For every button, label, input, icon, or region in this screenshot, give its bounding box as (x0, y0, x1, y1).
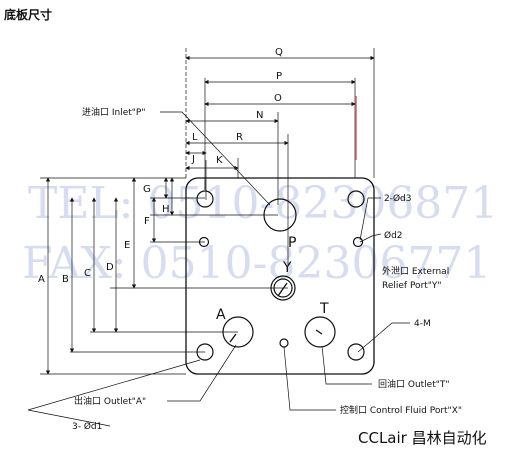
dim-label-r: R (236, 132, 243, 143)
dim-label-g: G (143, 184, 151, 195)
callout-external-relief-line2: Relief Port"Y" (382, 281, 442, 291)
dim-label-o: O (274, 93, 282, 104)
vertical-dims (45, 177, 175, 375)
dim-label-h: H (162, 204, 170, 215)
callout-control-x: 控制口 Control Fluid Port"X" (340, 404, 462, 416)
callout-4m: 4-M (414, 319, 431, 329)
dim-label-a: A (38, 274, 45, 285)
dim-label-f: F (144, 216, 150, 227)
callout-external-relief-line1: 外泄口 External (382, 265, 449, 277)
watermark-fax: FAX: 0510-82306771 (22, 238, 491, 289)
subplate-outline (185, 177, 375, 375)
callout-outlet-a: 出油口 Outlet"A" (74, 395, 146, 407)
dim-label-b: B (62, 274, 69, 285)
mount-hole-top-left (196, 190, 214, 208)
pin-hole-left (198, 236, 210, 248)
dim-label-q: Q (275, 47, 283, 58)
dim-label-k: K (216, 155, 223, 166)
dim-label-n: N (256, 110, 263, 121)
dim-label-p: P (276, 71, 282, 82)
port-label-y: Y (282, 260, 292, 276)
port-label-t: T (319, 301, 329, 317)
watermark-tel: TEL: 0510-82306871 (28, 178, 498, 229)
dim-label-c: C (84, 268, 91, 279)
dim-label-e: E (124, 240, 130, 251)
callout-d3: 2-Ød3 (384, 193, 412, 204)
port-label-p: P (288, 235, 296, 251)
dim-label-d: D (106, 262, 114, 273)
leader-lines (27, 111, 410, 427)
port-y-hole-inner (273, 278, 293, 298)
dim-label-l: L (192, 132, 198, 143)
port-y-hole-outer (270, 275, 296, 301)
pin-hole-right (352, 236, 364, 248)
port-center-marks (229, 282, 323, 343)
holes (196, 190, 365, 361)
page-title: 底板尺寸 (4, 8, 53, 22)
callout-d2: Ød2 (384, 230, 403, 241)
port-t-hole (304, 316, 336, 348)
horizontal-dims (185, 55, 375, 171)
callout-outlet-t: 回油口 Outlet"T" (378, 378, 450, 390)
mount-hole-top-right (347, 190, 365, 208)
callout-inlet-p: 进油口 Inlet"P" (82, 106, 146, 118)
mount-hole-bottom-right (347, 343, 365, 361)
port-a-hole (222, 316, 254, 348)
callout-d1: 3- Ød1 (72, 421, 102, 432)
port-x-hole (279, 338, 289, 348)
brand-logo-text: CCLair 昌林自动化 (358, 429, 487, 447)
mount-hole-bottom-left (196, 343, 214, 361)
dim-label-j: J (191, 154, 195, 165)
port-p-hole (263, 198, 297, 232)
port-label-a: A (216, 307, 226, 323)
